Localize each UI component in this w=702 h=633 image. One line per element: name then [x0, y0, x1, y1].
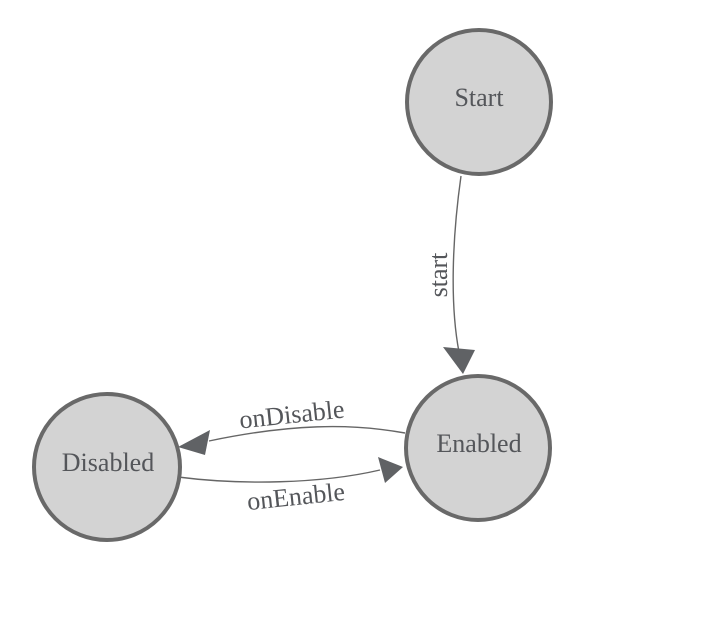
node-start-circle	[405, 28, 553, 176]
edge-label-onenable: onEnable	[246, 477, 347, 516]
node-enabled-label: Enabled	[436, 429, 521, 458]
edge-start-to-enabled: start	[424, 175, 475, 374]
node-enabled-circle	[404, 374, 552, 522]
arrowhead-into-disabled	[178, 430, 210, 455]
node-start: Start	[405, 28, 553, 176]
arrowhead-into-enabled-from-disabled	[378, 457, 403, 483]
edge-label-ondisable: onDisable	[238, 395, 346, 435]
edge-line-onenable	[177, 469, 381, 483]
node-disabled-circle	[32, 392, 182, 542]
edge-disabled-to-enabled: onEnable	[177, 457, 403, 516]
edge-label-start: start	[424, 252, 453, 298]
node-disabled-label: Disabled	[62, 448, 154, 477]
edge-line-ondisable	[208, 425, 406, 442]
edge-enabled-to-disabled: onDisable	[178, 395, 406, 455]
node-disabled: Disabled	[32, 392, 182, 542]
edge-line-start	[452, 175, 462, 353]
node-enabled: Enabled	[404, 374, 552, 522]
arrowhead-into-enabled-from-start	[443, 347, 475, 374]
node-start-label: Start	[454, 83, 504, 112]
